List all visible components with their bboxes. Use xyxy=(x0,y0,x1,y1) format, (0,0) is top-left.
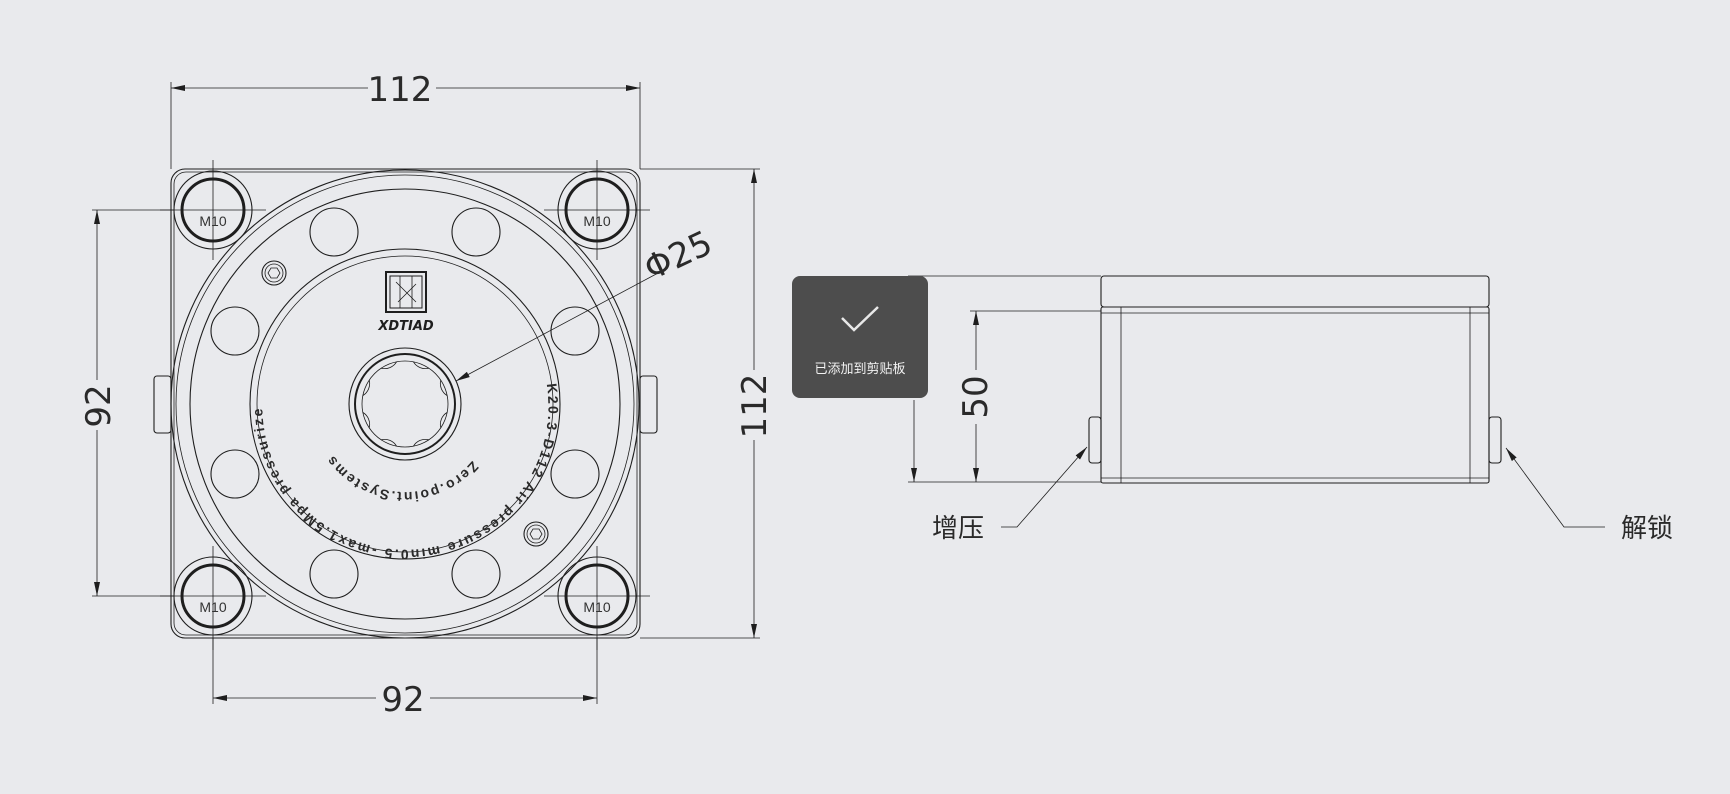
callout-unlock: 解锁 xyxy=(1505,447,1673,544)
dimension-height: 50 xyxy=(908,275,1101,483)
svg-text:XDTIAD: XDTIAD xyxy=(377,319,434,334)
ring-text-outer: K20.3-D112 Air pressure min0.5 -max1.5Mp… xyxy=(249,382,561,562)
bolt-bottom-left: M10 xyxy=(160,546,266,650)
bolt-top-left: M10 xyxy=(160,160,266,260)
svg-text:M10: M10 xyxy=(583,213,610,229)
brand-logo: XDTIAD xyxy=(377,271,434,334)
hex-screw-icon xyxy=(261,260,287,286)
bore-lobe xyxy=(362,361,448,447)
top-plate xyxy=(1100,275,1490,308)
svg-text:112: 112 xyxy=(368,70,433,110)
svg-text:M10: M10 xyxy=(199,213,226,229)
left-port xyxy=(153,375,172,434)
svg-text:解锁: 解锁 xyxy=(1621,514,1673,544)
svg-text:Φ25: Φ25 xyxy=(638,223,718,289)
bolt-bottom-right: M10 xyxy=(544,546,650,650)
svg-text:M10: M10 xyxy=(199,599,226,615)
unlock-port xyxy=(1488,416,1502,464)
right-port xyxy=(639,375,658,434)
side-body xyxy=(1100,306,1490,484)
svg-text:M10: M10 xyxy=(583,599,610,615)
svg-text:50: 50 xyxy=(956,375,996,418)
dimension-right: 112 xyxy=(640,168,775,639)
clipboard-toast: 已添加到剪贴板 xyxy=(792,276,928,398)
svg-text:92: 92 xyxy=(381,680,424,720)
hex-screw-icon xyxy=(523,521,549,547)
svg-text:92: 92 xyxy=(79,384,119,427)
side-view xyxy=(1088,275,1502,484)
dimension-left: 92 xyxy=(79,209,174,597)
callout-pressurize: 增压 xyxy=(932,446,1088,544)
svg-text:112: 112 xyxy=(735,374,775,439)
dimension-top: 112 xyxy=(170,70,641,169)
pressurize-port xyxy=(1088,416,1102,464)
svg-text:增压: 增压 xyxy=(932,514,984,544)
dimension-bottom: 92 xyxy=(212,638,598,720)
ring-text-inner: Zero.point.Systems xyxy=(323,453,482,505)
mounting-holes xyxy=(210,207,600,599)
center-bore xyxy=(348,347,462,461)
bolt-top-right: M10 xyxy=(544,160,650,260)
check-icon xyxy=(841,306,879,332)
outer-flange xyxy=(170,169,640,639)
toast-message: 已添加到剪贴板 xyxy=(814,362,906,377)
front-view: M10 M10 M10 M10 xyxy=(153,160,658,650)
